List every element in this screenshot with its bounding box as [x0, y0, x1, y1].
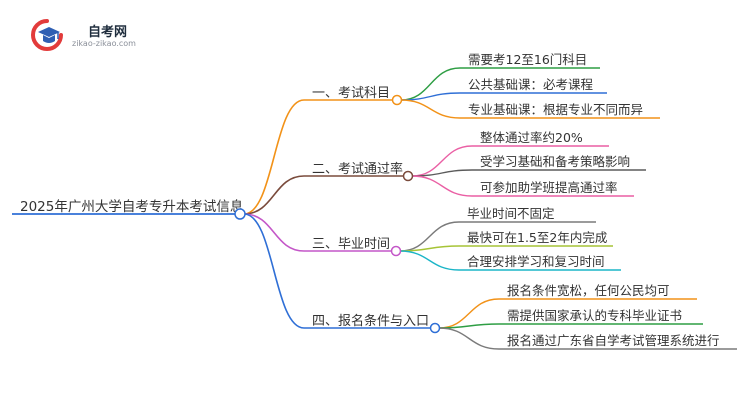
branch-4-child-3-link: [438, 327, 500, 350]
branch-2-label: 二、考试通过率: [312, 161, 403, 177]
root-to-branch-4-link: [243, 213, 305, 329]
branch-4-child-3-label: 报名通过广东省自学考试管理系统进行: [507, 333, 720, 348]
root-topic: 2025年广州大学自考专升本考试信息: [20, 198, 243, 215]
branch-2-node: [402, 170, 414, 182]
graduation-cap-icon: [31, 19, 63, 51]
branch-3-label: 三、毕业时间: [312, 237, 390, 252]
root-to-branch-2-link: [243, 175, 305, 215]
branch-3-child-3-link: [399, 250, 460, 271]
logo-title: 自考网: [88, 25, 128, 40]
branch-3-child-3-label: 合理安排学习和复习时间: [467, 254, 605, 269]
branch-1-label: 一、考试科目: [312, 86, 390, 101]
branch-3-child-2-label: 最快可在1.5至2年内完成: [467, 230, 607, 245]
branch-2-child-1-label: 整体通过率约20%: [480, 130, 583, 145]
branch-2-child-3-link: [411, 175, 473, 197]
branch-2-child-2-label: 受学习基础和备考策略影响: [480, 154, 630, 169]
site-logo[interactable]: 自考网 zikao-zikao.com: [30, 18, 170, 54]
logo-url: zikao-zikao.com: [72, 39, 136, 48]
branch-3-child-2-link: [399, 245, 460, 252]
branch-1-child-3-label: 专业基础课：根据专业不同而异: [468, 102, 643, 117]
branch-1-child-3-link: [400, 99, 461, 119]
branch-1-child-1-label: 需要考12至16门科目: [468, 52, 587, 67]
branch-4-node: [429, 322, 441, 334]
branch-2-child-1-link: [411, 145, 473, 177]
branch-1-child-1-link: [400, 67, 461, 101]
branch-1-node: [391, 94, 403, 106]
branch-2-child-2-link: [411, 169, 473, 177]
branch-3-node: [390, 245, 402, 257]
root-to-branch-3-link: [243, 213, 305, 252]
branch-2-child-3-label: 可参加助学班提高通过率: [480, 180, 618, 195]
branch-4-label: 四、报名条件与入口: [312, 313, 429, 329]
branch-1-child-2-label: 公共基础课：必考课程: [468, 77, 594, 92]
root-node: [234, 208, 246, 220]
branch-3-child-1-label: 毕业时间不固定: [467, 206, 555, 221]
root-to-branch-1-link: [243, 99, 305, 215]
branch-4-child-2-link: [438, 323, 500, 329]
branch-4-child-1-label: 报名条件宽松，任何公民均可: [507, 283, 670, 298]
branch-4-child-2-label: 需提供国家承认的专科毕业证书: [507, 308, 682, 323]
